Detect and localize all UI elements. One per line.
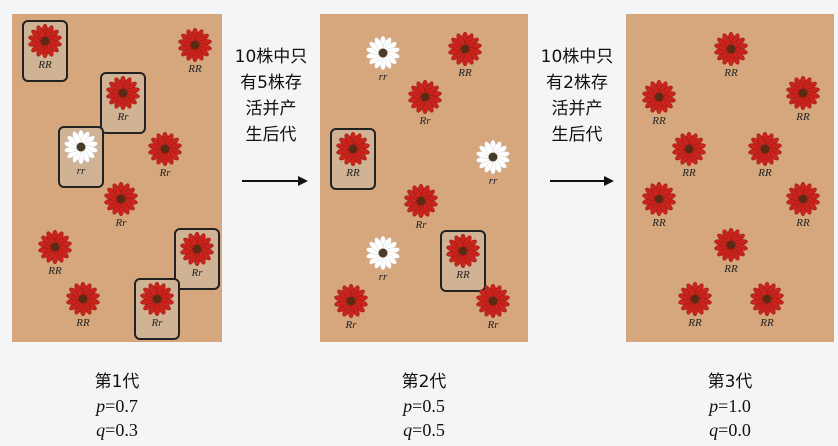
arrow-1-line xyxy=(242,180,300,182)
red-flower-icon xyxy=(28,23,62,59)
red-flower-icon xyxy=(786,75,820,111)
arrow-1-caption-line: 10株中只 xyxy=(234,47,308,67)
generation-2-label: 第2代 p=0.5 q=0.5 xyxy=(334,370,514,442)
genotype-label: Rr xyxy=(115,217,127,229)
red-flower-icon xyxy=(448,31,482,67)
red-flower-icon xyxy=(446,233,480,269)
red-flower-icon xyxy=(714,31,748,67)
genotype-label: RR xyxy=(652,217,666,229)
red-flower-icon xyxy=(106,75,140,111)
red-flower-icon xyxy=(748,131,782,167)
red-flower-icon xyxy=(678,281,712,317)
generation-3-label: 第3代 p=1.0 q=0.0 xyxy=(640,370,820,442)
generation-1-label: 第1代 p=0.7 q=0.3 xyxy=(27,370,207,442)
red-flower-icon xyxy=(672,131,706,167)
panel-generation-3: RR RR RR RR RR RR RR RR RR RR xyxy=(626,14,834,342)
genotype-label: rr xyxy=(378,71,388,83)
genotype-label: RR xyxy=(456,269,470,281)
red-flower-icon xyxy=(66,281,100,317)
red-flower-icon xyxy=(642,79,676,115)
arrow-2-caption-line: 活并产 xyxy=(551,99,603,119)
generation-1-title: 第1代 xyxy=(94,372,140,392)
arrow-1-caption-line: 有5株存 xyxy=(240,73,302,93)
arrow-2-head xyxy=(604,176,614,186)
red-flower-icon xyxy=(408,79,442,115)
white-flower-icon xyxy=(366,35,400,71)
genotype-label: RR xyxy=(796,217,810,229)
red-flower-icon xyxy=(476,283,510,319)
white-flower-icon xyxy=(476,139,510,175)
genotype-label: RR xyxy=(682,167,696,179)
white-flower-icon xyxy=(64,129,98,165)
arrow-2-caption-line: 生后代 xyxy=(551,125,603,145)
genotype-label: RR xyxy=(346,167,360,179)
generation-3-p: p=1.0 xyxy=(709,396,751,416)
genotype-label: RR xyxy=(458,67,472,79)
genotype-label: RR xyxy=(38,59,52,71)
red-flower-icon xyxy=(336,131,370,167)
generation-3-title: 第3代 xyxy=(707,372,753,392)
genotype-label: RR xyxy=(48,265,62,277)
red-flower-icon xyxy=(38,229,72,265)
red-flower-icon xyxy=(334,283,368,319)
genotype-label: RR xyxy=(188,63,202,75)
genotype-label: RR xyxy=(652,115,666,127)
arrow-1-caption-line: 生后代 xyxy=(245,125,297,145)
red-flower-icon xyxy=(180,231,214,267)
generation-2-q: q=0.5 xyxy=(403,420,445,440)
genotype-label: rr xyxy=(76,165,86,177)
genotype-label: Rr xyxy=(415,219,427,231)
arrow-2-caption: 10株中只有2株存活并产生后代 xyxy=(532,44,622,148)
arrow-2-line xyxy=(550,180,606,182)
white-flower-icon xyxy=(366,235,400,271)
generation-1-q: q=0.3 xyxy=(96,420,138,440)
red-flower-icon xyxy=(104,181,138,217)
arrow-1-caption: 10株中只有5株存活并产生后代 xyxy=(226,44,316,148)
arrow-2-caption-line: 有2株存 xyxy=(546,73,608,93)
genotype-label: Rr xyxy=(345,319,357,331)
arrow-1-caption-line: 活并产 xyxy=(245,99,297,119)
arrow-2-caption-line: 10株中只 xyxy=(540,47,614,67)
red-flower-icon xyxy=(140,281,174,317)
generation-3-q: q=0.0 xyxy=(709,420,751,440)
genotype-label: rr xyxy=(378,271,388,283)
genotype-label: RR xyxy=(758,167,772,179)
red-flower-icon xyxy=(786,181,820,217)
genotype-label: RR xyxy=(688,317,702,329)
red-flower-icon xyxy=(404,183,438,219)
red-flower-icon xyxy=(750,281,784,317)
genotype-label: Rr xyxy=(117,111,129,123)
genotype-label: RR xyxy=(796,111,810,123)
red-flower-icon xyxy=(714,227,748,263)
genotype-label: RR xyxy=(760,317,774,329)
genotype-label: RR xyxy=(76,317,90,329)
genotype-label: Rr xyxy=(487,319,499,331)
generation-1-p: p=0.7 xyxy=(96,396,138,416)
genotype-label: Rr xyxy=(151,317,163,329)
generation-2-p: p=0.5 xyxy=(403,396,445,416)
genotype-label: Rr xyxy=(419,115,431,127)
genotype-label: Rr xyxy=(159,167,171,179)
red-flower-icon xyxy=(178,27,212,63)
generation-2-title: 第2代 xyxy=(401,372,447,392)
genotype-label: RR xyxy=(724,67,738,79)
red-flower-icon xyxy=(148,131,182,167)
genotype-label: RR xyxy=(724,263,738,275)
genotype-label: Rr xyxy=(191,267,203,279)
genotype-label: rr xyxy=(488,175,498,187)
red-flower-icon xyxy=(642,181,676,217)
arrow-1-head xyxy=(298,176,308,186)
